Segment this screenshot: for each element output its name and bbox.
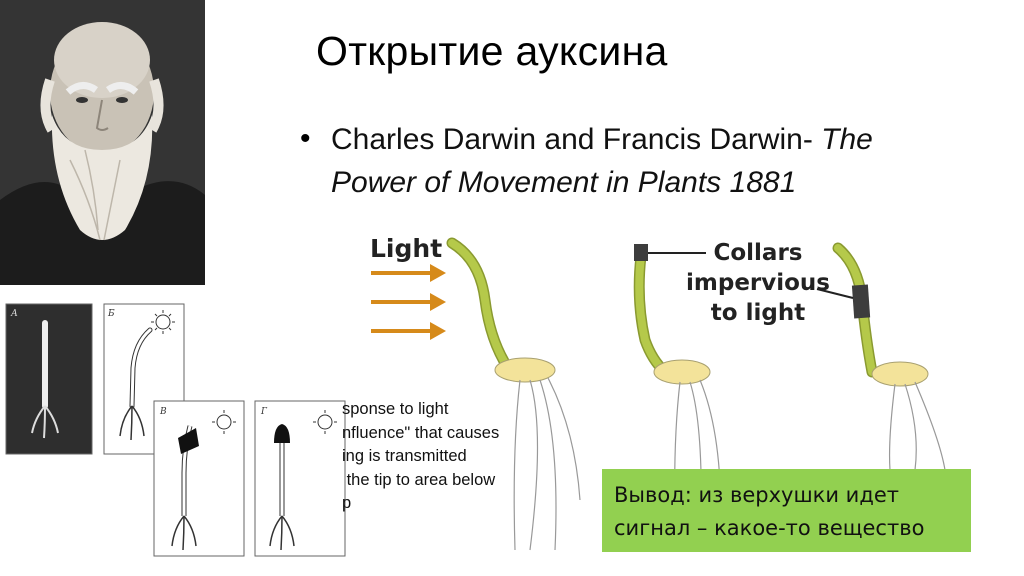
seedling-collar-tip [633, 244, 722, 551]
panel-a: А [5, 303, 93, 455]
darwin-portrait [0, 0, 205, 285]
arrow-3 [371, 322, 446, 340]
sketch-panels: А Б В Г [5, 303, 346, 557]
panel-g-letter: Г [260, 407, 268, 417]
light-label: Light [370, 234, 443, 263]
bullet-dot: • [300, 122, 311, 155]
bullet-book-title-part1: The [821, 123, 873, 156]
response-caption: sponse to light nfluence" that causes in… [342, 400, 500, 512]
seedling-bending [446, 237, 581, 551]
collars-label-line1: Collars [713, 240, 803, 266]
seedling-collar-below [816, 242, 946, 471]
panel-g-cap [274, 424, 290, 443]
panel-g: Г [254, 400, 346, 557]
arrow-2 [371, 293, 446, 311]
collars-label: Collars impervious to light [672, 238, 844, 328]
panel-v: В [153, 400, 245, 557]
collars-label-line3: to light [710, 300, 806, 326]
collar-tip [634, 244, 648, 261]
conclusion-box: Вывод: из верхушки идет сигнал – какое-т… [602, 469, 971, 552]
collars-label-line2: impervious [686, 270, 830, 296]
bullet-authors: Charles Darwin and Francis Darwin- [331, 123, 822, 156]
panel-v-letter: В [159, 407, 167, 417]
conclusion-line1: Вывод: из верхушки идет [614, 483, 899, 507]
collar-below-tip [851, 284, 871, 319]
panel-b-letter: Б [107, 309, 115, 319]
bullet-text: Charles Darwin and Francis Darwin- The P… [331, 118, 991, 204]
collar-pointer-2 [816, 288, 854, 299]
slide-title: Открытие ауксина [316, 28, 668, 74]
light-arrows [371, 264, 446, 340]
panel-v-collar [178, 428, 199, 454]
arrow-1 [371, 264, 446, 282]
panel-a-letter: А [10, 309, 18, 319]
bullet-book-title-part2: Power of Movement in Plants 1881 [331, 166, 797, 199]
conclusion-line2: сигнал – какое-то вещество [614, 516, 925, 540]
